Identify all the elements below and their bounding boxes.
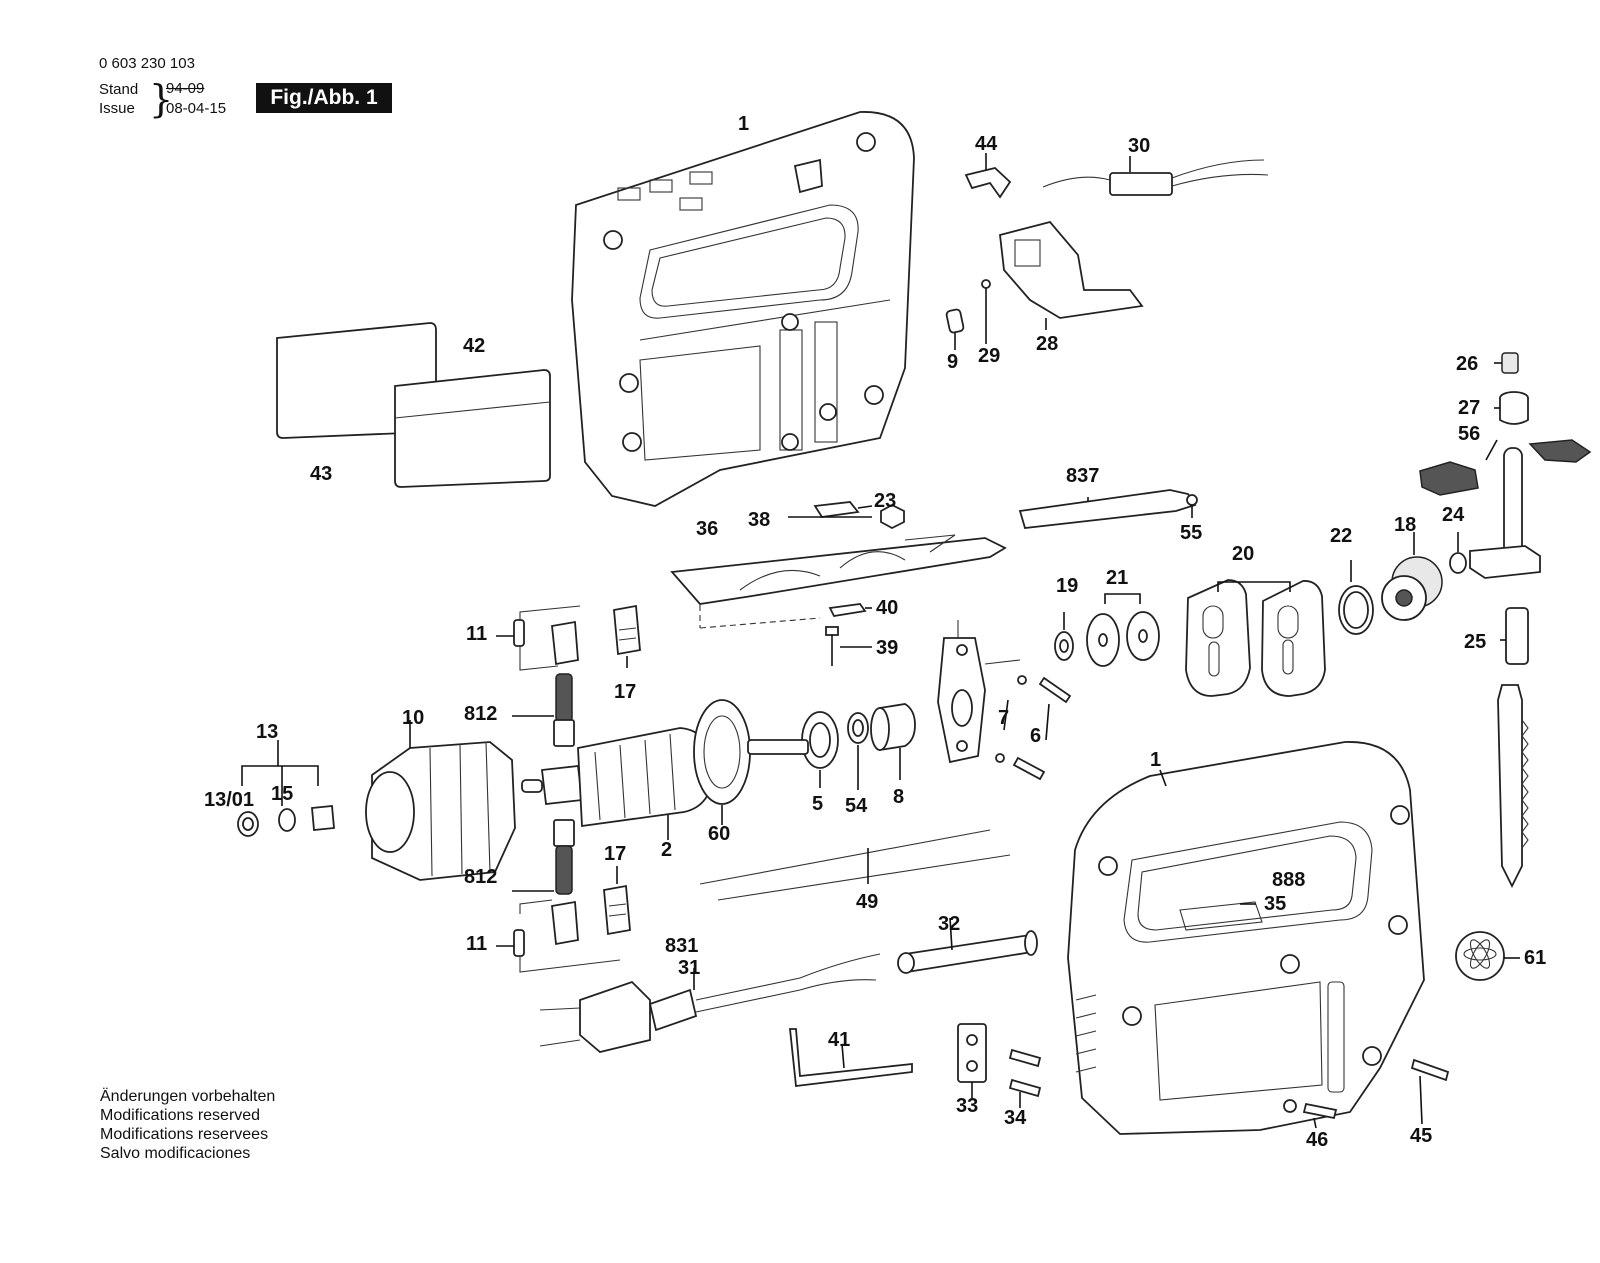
cam-holder	[937, 620, 1072, 781]
callout-1-top: 1	[738, 113, 749, 135]
housing-right-half	[1067, 741, 1425, 1135]
callout-33: 33	[956, 1095, 978, 1117]
stand-label: Stand	[99, 81, 139, 98]
screws	[1302, 1058, 1450, 1129]
rods-49	[699, 829, 1011, 901]
callout-31: 31	[678, 957, 700, 979]
callout-35: 35	[1264, 893, 1286, 915]
callout-22: 22	[1330, 525, 1352, 547]
callout-5: 5	[812, 793, 823, 815]
issue-date: 08-04-15	[166, 100, 227, 117]
callout-1-bottom: 1	[1150, 749, 1161, 771]
callout-34: 34	[1004, 1107, 1027, 1129]
callout-49: 49	[856, 891, 878, 913]
note-german: Änderungen vorbehalten	[100, 1088, 276, 1105]
callout-26: 26	[1456, 353, 1478, 375]
saw-blade	[1497, 684, 1529, 889]
callout-831: 831	[665, 935, 698, 957]
callout-55: 55	[1180, 522, 1202, 544]
brush-holders	[496, 604, 641, 973]
bearing-set-13	[237, 740, 335, 837]
terminal-block	[957, 1023, 1042, 1108]
callout-17-top: 17	[614, 681, 636, 703]
callout-61: 61	[1524, 947, 1546, 969]
modifications-notes: Änderungen vorbehalten Modifications res…	[100, 1087, 275, 1163]
callout-23: 23	[874, 490, 896, 512]
callout-40: 40	[876, 597, 898, 619]
callout-2: 2	[661, 839, 672, 861]
label-cards	[276, 322, 551, 488]
rail-837	[1018, 489, 1198, 529]
callout-6: 6	[1030, 725, 1041, 747]
drive-train	[1054, 352, 1592, 697]
stator	[365, 720, 516, 881]
callout-812-top: 812	[464, 703, 497, 725]
callout-19: 19	[1056, 575, 1078, 597]
callout-30: 30	[1128, 135, 1150, 157]
callout-13-01: 13/01	[204, 789, 254, 811]
electronic-sticker-61	[1455, 931, 1520, 981]
callout-9: 9	[947, 351, 958, 373]
issue-label: Issue	[99, 100, 135, 117]
callout-17-bottom: 17	[604, 843, 626, 865]
nut-and-plate	[788, 501, 905, 530]
base-plate-36	[670, 534, 1007, 666]
callout-54: 54	[845, 795, 868, 817]
figure-badge: Fig./Abb. 1	[256, 83, 392, 113]
power-cable	[539, 953, 881, 1053]
note-spanish: Salvo modificaciones	[100, 1145, 251, 1162]
callout-837: 837	[1066, 465, 1099, 487]
callout-11-bottom: 11	[466, 933, 487, 955]
callout-60: 60	[708, 823, 730, 845]
callout-11-top: 11	[466, 623, 487, 645]
note-english: Modifications reserved	[100, 1107, 261, 1124]
housing-left-half	[571, 111, 915, 507]
stand-date-struck: 94-09	[166, 80, 205, 97]
callout-21: 21	[1106, 567, 1128, 589]
callout-7: 7	[998, 707, 1009, 729]
callout-27: 27	[1458, 397, 1480, 419]
callout-24: 24	[1442, 504, 1465, 526]
callout-10: 10	[402, 707, 424, 729]
callout-13: 13	[256, 721, 278, 743]
callout-812-bottom: 812	[464, 866, 497, 888]
callout-15: 15	[271, 783, 293, 805]
armature	[521, 699, 809, 840]
callout-56: 56	[1458, 423, 1480, 445]
tube-32	[897, 917, 1038, 974]
callout-44: 44	[975, 133, 998, 155]
part-number: 0 603 230 103	[99, 55, 195, 72]
callout-39: 39	[876, 637, 898, 659]
callout-36: 36	[696, 518, 718, 540]
callout-28: 28	[1036, 333, 1058, 355]
allen-key	[789, 1028, 913, 1088]
brace-glyph: }	[149, 77, 174, 121]
callout-43: 43	[310, 463, 332, 485]
bearings	[801, 703, 916, 790]
callout-25: 25	[1464, 631, 1486, 653]
callout-29: 29	[978, 345, 1000, 367]
callout-46: 46	[1306, 1129, 1328, 1151]
callout-8: 8	[893, 786, 904, 808]
callout-32: 32	[938, 913, 960, 935]
note-french: Modifications reservees	[100, 1126, 269, 1143]
callout-38: 38	[748, 509, 770, 531]
callout-888: 888	[1272, 869, 1305, 891]
callout-45: 45	[1410, 1125, 1432, 1147]
callout-20: 20	[1232, 543, 1254, 565]
callout-42: 42	[463, 335, 485, 357]
callout-18: 18	[1394, 514, 1416, 536]
callout-41: 41	[828, 1029, 850, 1051]
switch-assembly	[945, 153, 1269, 350]
